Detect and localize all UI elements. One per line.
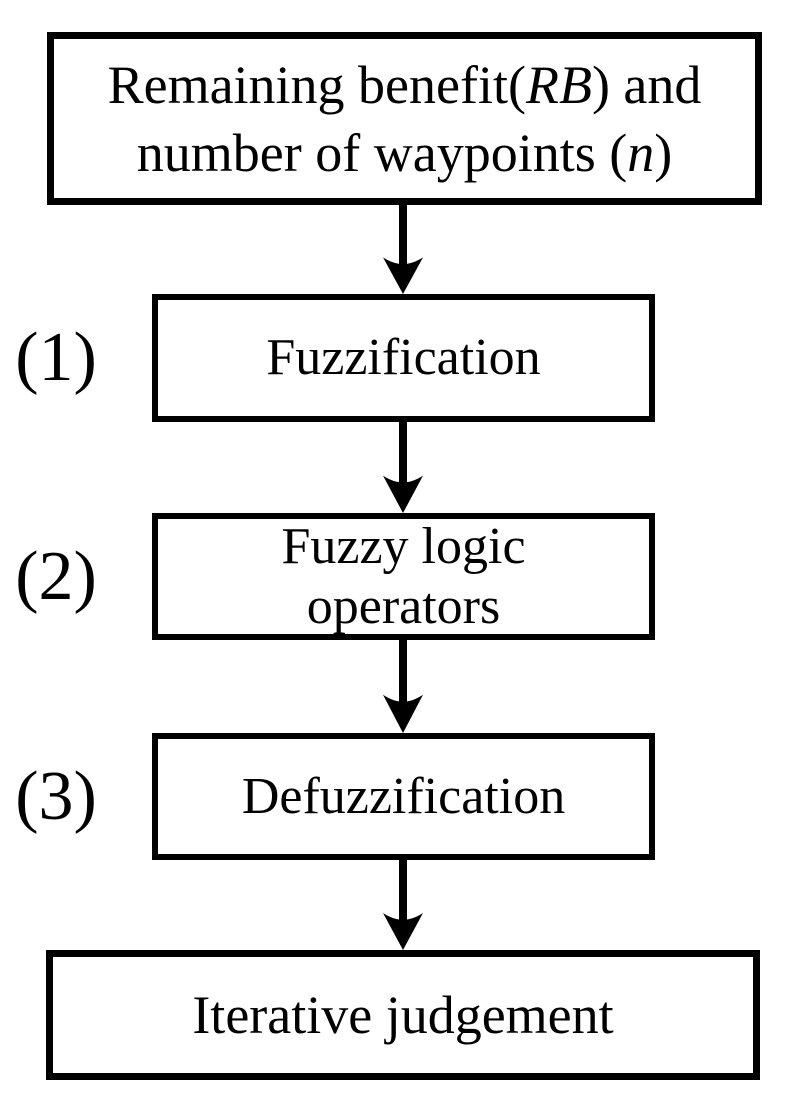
down-arrow-icon (383, 205, 423, 294)
step-3-box: Defuzzification (152, 733, 655, 860)
step-2-box: Fuzzy logic operators (152, 513, 655, 640)
variable-rb: RB (525, 54, 592, 115)
down-arrow-icon (383, 422, 423, 513)
input-box-line1: Remaining benefit(RB) and (108, 51, 702, 119)
input-text-pre: Remaining benefit( (107, 54, 526, 115)
output-box-label: Iterative judgement (192, 985, 614, 1045)
step-1-box: Fuzzification (152, 294, 655, 422)
step-3-label: Defuzzification (241, 767, 566, 825)
step-2-number: (2) (15, 537, 97, 615)
variable-n: n (627, 122, 655, 183)
input-text2-pre: number of waypoints ( (136, 122, 628, 183)
input-box: Remaining benefit(RB) and number of wayp… (47, 32, 762, 205)
step-1-number: (1) (15, 319, 97, 396)
step-3-number: (3) (15, 757, 97, 835)
input-text2-post: ) (654, 122, 673, 183)
input-text-post: ) and (591, 54, 702, 115)
down-arrow-icon (383, 640, 423, 733)
down-arrow-icon (383, 860, 423, 950)
step-1-label: Fuzzification (266, 329, 541, 386)
step-2-label-line1: Fuzzy logic (281, 517, 526, 575)
input-box-line2: number of waypoints (n) (137, 119, 672, 187)
step-2-label-line2: operators (306, 577, 501, 635)
output-box: Iterative judgement (46, 950, 760, 1080)
